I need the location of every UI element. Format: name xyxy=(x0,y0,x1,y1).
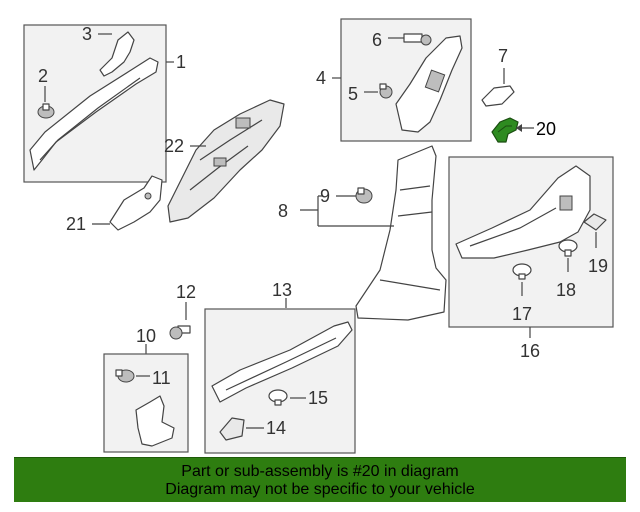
callout-11: 11 xyxy=(152,368,171,388)
part-22[interactable] xyxy=(167,99,285,223)
callout-1: 1 xyxy=(176,52,186,72)
part-clip-5[interactable] xyxy=(379,83,393,99)
part-screw-2[interactable] xyxy=(37,103,55,119)
banner-line-2: Diagram may not be specific to your vehi… xyxy=(165,481,475,498)
callout-4: 4 xyxy=(316,68,326,88)
part-clip-15[interactable] xyxy=(268,389,288,406)
callout-6: 6 xyxy=(372,30,382,50)
callout-13: 13 xyxy=(272,280,292,300)
callout-20: 20 xyxy=(536,119,556,139)
banner-line-1: Part or sub-assembly is #20 in diagram xyxy=(181,463,459,480)
callout-9: 9 xyxy=(320,186,330,206)
callout-2: 2 xyxy=(38,66,48,86)
part-side-cover[interactable] xyxy=(135,395,175,447)
part-7[interactable] xyxy=(481,85,515,107)
part-clip-9[interactable] xyxy=(355,187,373,204)
part-clip-17[interactable] xyxy=(512,263,532,280)
group-box-13 xyxy=(204,308,356,454)
group-box-1 xyxy=(23,24,167,183)
callout-14: 14 xyxy=(266,418,286,438)
part-clip-19[interactable] xyxy=(583,213,607,231)
part-20-highlighted[interactable] xyxy=(491,117,519,143)
part-screw-12[interactable] xyxy=(169,325,191,340)
part-clip-11[interactable] xyxy=(115,369,135,383)
callout-3: 3 xyxy=(82,24,92,44)
callout-12: 12 xyxy=(176,282,196,302)
callout-22: 22 xyxy=(164,136,184,156)
callout-18: 18 xyxy=(556,280,576,300)
callout-5: 5 xyxy=(348,84,358,104)
callout-7: 7 xyxy=(498,46,508,66)
callout-8: 8 xyxy=(278,201,288,221)
part-clip-18[interactable] xyxy=(558,239,578,257)
callout-10: 10 xyxy=(136,326,156,346)
group-box-16 xyxy=(448,156,614,328)
info-banner: Part or sub-assembly is #20 in diagram D… xyxy=(14,457,626,502)
part-kick-panel-trim[interactable] xyxy=(455,165,591,259)
callout-17: 17 xyxy=(512,304,532,324)
part-scuff-plate[interactable] xyxy=(211,321,353,403)
part-clip-14[interactable] xyxy=(219,417,245,441)
callout-21: 21 xyxy=(66,214,86,234)
callout-15: 15 xyxy=(308,388,328,408)
part-clip-3[interactable] xyxy=(99,31,135,77)
callout-16: 16 xyxy=(520,341,540,361)
group-box-10 xyxy=(103,353,189,453)
part-b-pillar-lower-trim[interactable] xyxy=(355,145,447,321)
part-21[interactable] xyxy=(109,175,163,231)
group-box-4 xyxy=(340,18,472,142)
callout-19: 19 xyxy=(588,256,608,276)
